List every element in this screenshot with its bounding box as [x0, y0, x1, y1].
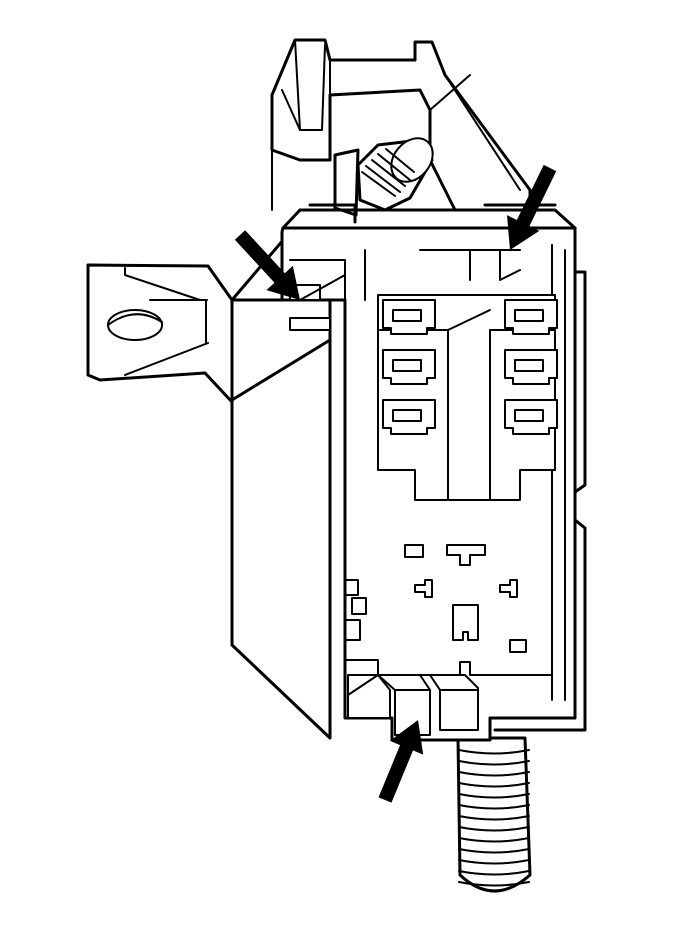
conduit-rib [458, 826, 530, 832]
terminal-cavity [504, 299, 558, 335]
corrugated-wire-conduit [456, 736, 532, 893]
terminal-cavity [504, 399, 558, 435]
housing-lower-face [344, 544, 553, 676]
terminal-cavity [504, 349, 558, 385]
conduit-rib [458, 815, 530, 821]
conduit-rib [458, 793, 530, 799]
conduit-rib [458, 870, 530, 876]
terminal-cavity [382, 299, 436, 335]
conduit-rib [458, 760, 530, 766]
conduit-rib [458, 859, 530, 865]
conduit-rib [458, 848, 530, 854]
conduit-rib [458, 837, 530, 843]
conduit-rib [458, 749, 530, 755]
terminal-cavity [382, 399, 436, 435]
right-release-tab-arrow [506, 164, 557, 250]
conduit-rib [458, 881, 530, 887]
terminal-cavity [382, 349, 436, 385]
conduit-rib [458, 804, 530, 810]
mounting-tab-with-hole [86, 263, 234, 404]
bottom-release-tab-arrow [378, 720, 424, 803]
bottom-latch-tabs [347, 674, 479, 736]
conduit-body [456, 736, 532, 893]
indicator-arrows [234, 164, 557, 803]
left-release-tab-arrow [234, 230, 300, 300]
conduit-rib [458, 771, 530, 777]
conduit-rib [458, 782, 530, 788]
terminal-cavities [382, 299, 558, 435]
plunger-pin [333, 137, 434, 217]
